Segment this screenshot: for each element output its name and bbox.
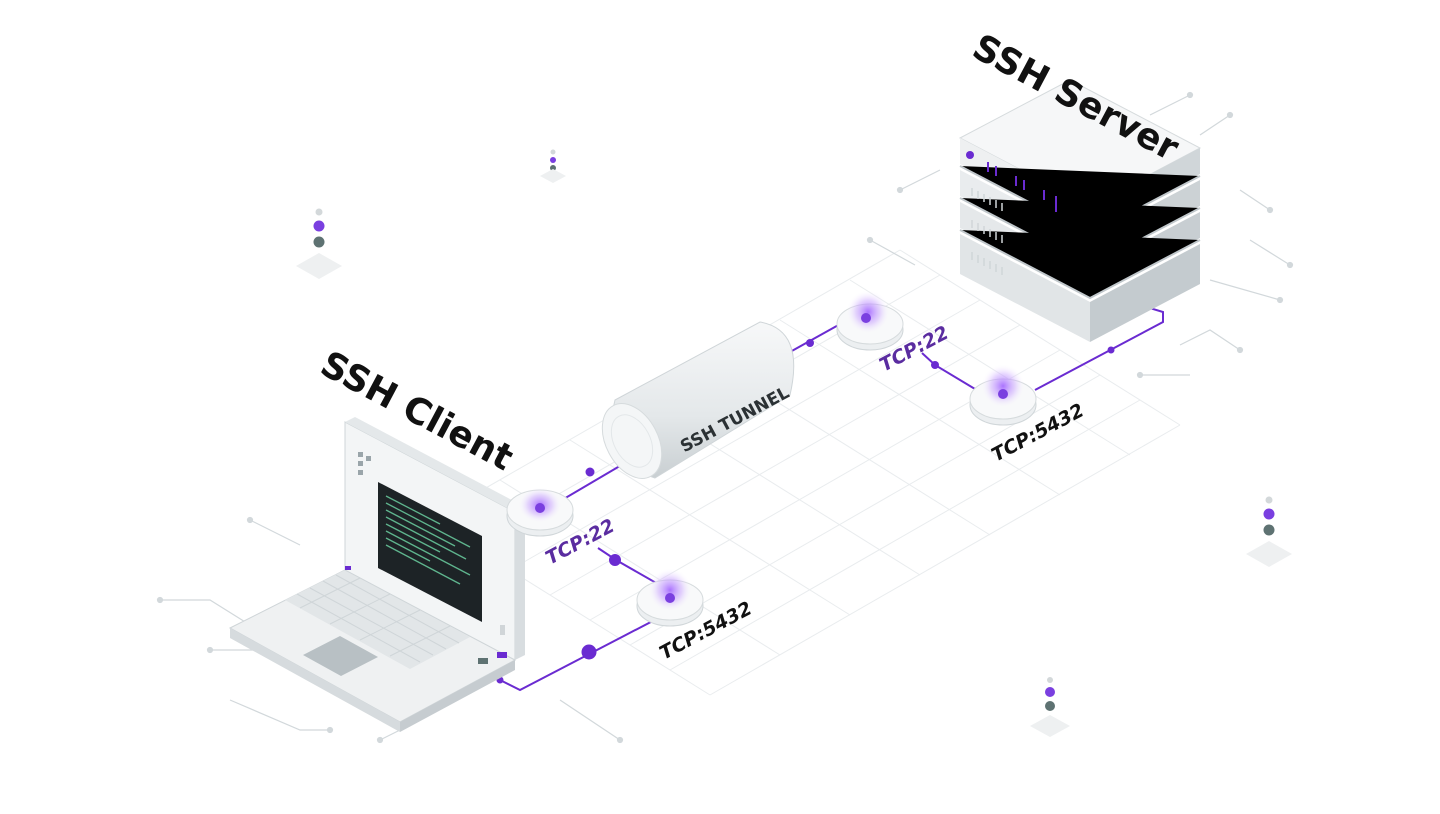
laptop-to-port5432-line xyxy=(499,611,671,692)
status-dots-icon xyxy=(296,208,342,279)
laptop-icon xyxy=(228,417,525,732)
port-node-icon xyxy=(836,290,904,351)
tunnel-cylinder-icon: SSH TUNNEL xyxy=(601,321,795,479)
status-dots-icon xyxy=(1246,496,1292,567)
port-node-icon xyxy=(636,568,704,627)
connection-dots xyxy=(496,302,1147,684)
status-dots-icon xyxy=(1030,677,1070,737)
connection-lines xyxy=(499,305,1164,692)
port-node-icon xyxy=(506,487,574,537)
server-to-port5432-line xyxy=(1034,305,1164,391)
status-dots-icon xyxy=(540,149,566,183)
server-rack-icon xyxy=(958,79,1202,342)
port-node-icon xyxy=(969,364,1037,426)
